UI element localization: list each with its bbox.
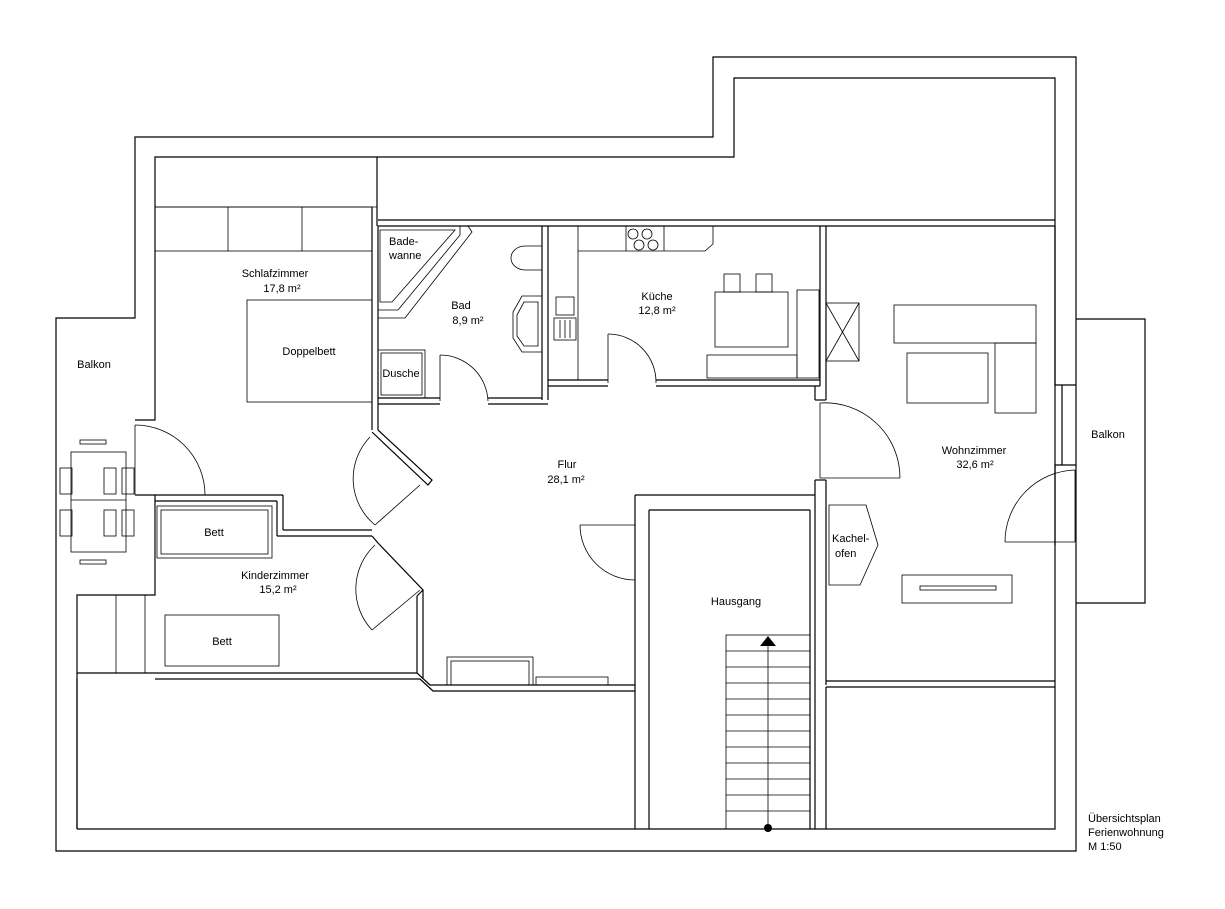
kachelofen-label-2: ofen xyxy=(835,548,856,560)
stair-start-dot xyxy=(764,824,772,832)
kachelofen xyxy=(828,504,879,586)
bett-2 xyxy=(164,614,280,667)
bad-name: Bad xyxy=(451,300,471,312)
badewanne-label-2: wanne xyxy=(388,250,421,262)
legend-line-1: Übersichtsplan xyxy=(1088,813,1161,825)
dusche-label: Dusche xyxy=(382,368,419,380)
flur-area: 28,1 m² xyxy=(547,474,585,486)
kinderzimmer-area: 15,2 m² xyxy=(259,584,297,596)
kachelofen-label-1: Kachel- xyxy=(832,533,870,545)
kueche-name: Küche xyxy=(641,291,672,303)
diagonal-walls xyxy=(371,429,433,597)
living-room-furniture xyxy=(825,302,1037,604)
doppelbett xyxy=(246,299,373,403)
flur-name: Flur xyxy=(558,459,577,471)
flur-furniture xyxy=(446,656,609,686)
kids-room-furniture xyxy=(76,505,280,674)
kinderzimmer-name: Kinderzimmer xyxy=(241,570,309,582)
schlafzimmer-area: 17,8 m² xyxy=(263,283,301,295)
legend-line-2: Ferienwohnung xyxy=(1088,827,1164,839)
badewanne xyxy=(377,225,461,311)
doors xyxy=(134,333,1076,631)
balkon-left-label: Balkon xyxy=(77,359,111,371)
wohnzimmer-area: 32,6 m² xyxy=(956,459,994,471)
balkon-right-label: Balkon xyxy=(1091,429,1125,441)
doppelbett-label: Doppelbett xyxy=(282,346,335,358)
labels: Balkon Balkon Schlafzimmer 17,8 m² Doppe… xyxy=(77,236,1164,853)
bett-2-label: Bett xyxy=(212,636,232,648)
interior-walls xyxy=(76,157,1076,829)
balcony-right xyxy=(1076,318,1146,604)
kitchen-fixtures xyxy=(553,226,820,380)
balcony-left-furniture xyxy=(59,439,135,565)
legend-line-3: M 1:50 xyxy=(1088,841,1122,853)
outer-walls xyxy=(55,56,1077,852)
bedroom-furniture xyxy=(154,206,373,403)
wohnzimmer-name: Wohnzimmer xyxy=(942,445,1007,457)
bett-1 xyxy=(156,505,273,559)
bad-area: 8,9 m² xyxy=(452,315,484,327)
badewanne-label-1: Bade- xyxy=(389,236,419,248)
kueche-area: 12,8 m² xyxy=(638,305,676,317)
bathroom-fixtures xyxy=(377,225,543,399)
staircase xyxy=(725,634,811,832)
bett-1-label: Bett xyxy=(204,527,224,539)
hausgang-name: Hausgang xyxy=(711,596,761,608)
dusche xyxy=(377,349,426,399)
schlafzimmer-name: Schlafzimmer xyxy=(242,268,309,280)
stair-arrow-icon xyxy=(760,636,776,646)
